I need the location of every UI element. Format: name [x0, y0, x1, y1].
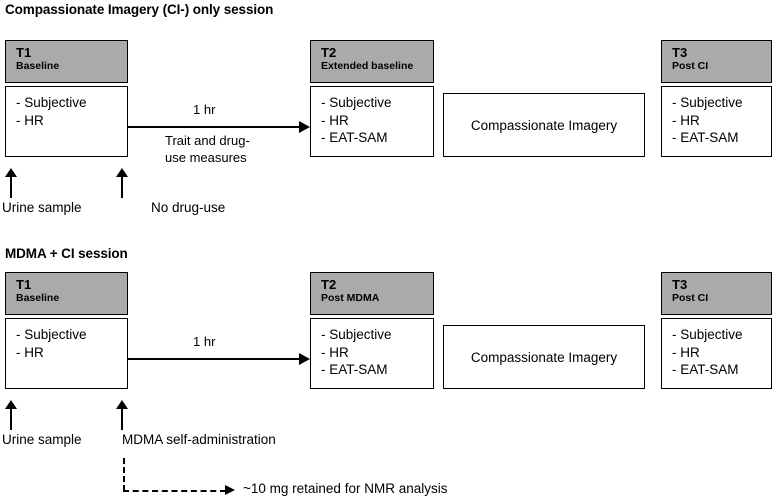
timepoint-subtitle: Post CI: [672, 60, 709, 72]
timepoint-measures-t1-mdma-ci: - Subjective - HR: [5, 318, 128, 389]
arrow-shaft: [121, 174, 123, 198]
measure-item: - HR: [321, 112, 349, 128]
timepoint-subtitle: Post CI: [672, 292, 709, 304]
timepoint-box-t2-ci-only: T2 Extended baseline - Subjective - HR -…: [310, 40, 434, 157]
timepoint-subtitle: Post MDMA: [321, 292, 380, 304]
measure-item: - EAT-SAM: [321, 130, 388, 145]
flow-arrow-head-mdma-ci: [299, 353, 310, 365]
intervention-box-mdma-ci: Compassionate Imagery: [443, 325, 645, 389]
arrow-shaft: [10, 174, 12, 198]
timepoint-box-t1-ci-only: T1 Baseline - Subjective - HR: [5, 40, 128, 157]
timepoint-box-t2-mdma-ci: T2 Post MDMA - Subjective - HR - EAT-SAM: [310, 272, 434, 389]
measure-item: - HR: [672, 344, 700, 360]
flow-arrow-note-line2-ci-only: use measures: [165, 150, 247, 165]
timepoint-code: T3: [672, 45, 688, 60]
dashed-arrow-icon-head: [225, 485, 235, 495]
session-title-ci-only: Compassionate Imagery (CI-) only session: [5, 2, 274, 17]
timepoint-header-t3-ci-only: T3 Post CI: [661, 40, 772, 83]
measure-item: - HR: [16, 344, 44, 360]
intervention-box-ci-only: Compassionate Imagery: [443, 93, 645, 157]
annotation-label-urine-ci-only: Urine sample: [2, 200, 82, 215]
timepoint-box-t3-mdma-ci: T3 Post CI - Subjective - HR - EAT-SAM: [661, 272, 772, 389]
timepoint-box-t1-mdma-ci: T1 Baseline - Subjective - HR: [5, 272, 128, 389]
up-arrow-icon-urine-ci-only: [4, 168, 18, 198]
flow-arrow-head-ci-only: [299, 121, 310, 133]
timepoint-measures-t1-ci-only: - Subjective - HR: [5, 86, 128, 157]
timepoint-code: T3: [672, 277, 688, 292]
timepoint-header-t3-mdma-ci: T3 Post CI: [661, 272, 772, 315]
timepoint-code: T1: [16, 277, 32, 292]
measure-item: - Subjective: [672, 95, 743, 110]
annotation-label-nodruguse-ci-only: No drug-use: [151, 200, 226, 215]
arrow-shaft: [121, 406, 123, 430]
measure-item: - Subjective: [16, 327, 87, 342]
timepoint-measures-t3-ci-only: - Subjective - HR - EAT-SAM: [661, 86, 772, 157]
up-arrow-icon-urine-mdma-ci: [4, 400, 18, 430]
flow-arrow-duration-mdma-ci: 1 hr: [193, 334, 216, 349]
flow-arrow-note-line1-ci-only: Trait and drug-: [165, 133, 250, 148]
up-arrow-icon-nodruguse-ci-only: [115, 168, 129, 198]
flow-arrow-duration-ci-only: 1 hr: [193, 102, 216, 117]
measure-item: - HR: [16, 112, 44, 128]
timepoint-subtitle: Baseline: [16, 292, 60, 304]
up-arrow-icon-selfadmin-mdma-ci: [115, 400, 129, 430]
arrow-head: [116, 168, 128, 177]
measure-item: - EAT-SAM: [672, 362, 739, 377]
arrow-head: [5, 400, 17, 409]
timepoint-subtitle: Extended baseline: [321, 60, 414, 72]
timepoint-box-t3-ci-only: T3 Post CI - Subjective - HR - EAT-SAM: [661, 40, 772, 157]
measure-item: - Subjective: [672, 327, 743, 342]
dashed-note-label: ~10 mg retained for NMR analysis: [243, 481, 448, 496]
timepoint-header-t2-mdma-ci: T2 Post MDMA: [310, 272, 434, 315]
timepoint-header-t1-mdma-ci: T1 Baseline: [5, 272, 128, 315]
arrow-shaft: [10, 406, 12, 430]
timepoint-code: T2: [321, 45, 337, 60]
timepoint-subtitle: Baseline: [16, 60, 60, 72]
arrow-head: [5, 168, 17, 177]
measure-item: - HR: [672, 112, 700, 128]
measure-item: - HR: [321, 344, 349, 360]
arrow-head: [116, 400, 128, 409]
dashed-arrow-icon-vertical: [123, 458, 125, 491]
session-title-mdma-ci: MDMA + CI session: [5, 246, 128, 261]
annotation-label-selfadmin-mdma-ci: MDMA self-administration: [122, 432, 276, 447]
timepoint-header-t1-ci-only: T1 Baseline: [5, 40, 128, 83]
timepoint-code: T2: [321, 277, 337, 292]
timepoint-measures-t2-ci-only: - Subjective - HR - EAT-SAM: [310, 86, 434, 157]
intervention-label: Compassionate Imagery: [470, 117, 618, 133]
timepoint-measures-t3-mdma-ci: - Subjective - HR - EAT-SAM: [661, 318, 772, 389]
timepoint-measures-t2-mdma-ci: - Subjective - HR - EAT-SAM: [310, 318, 434, 389]
measure-item: - EAT-SAM: [321, 362, 388, 377]
measure-item: - EAT-SAM: [672, 130, 739, 145]
annotation-label-urine-mdma-ci: Urine sample: [2, 432, 82, 447]
measure-item: - Subjective: [321, 95, 392, 110]
intervention-label: Compassionate Imagery: [470, 349, 618, 365]
timepoint-header-t2-ci-only: T2 Extended baseline: [310, 40, 434, 83]
flow-arrow-shaft-mdma-ci: [128, 358, 300, 360]
timepoint-code: T1: [16, 45, 32, 60]
measure-item: - Subjective: [321, 327, 392, 342]
flow-arrow-shaft-ci-only: [128, 126, 300, 128]
measure-item: - Subjective: [16, 95, 87, 110]
dashed-arrow-icon-horizontal: [123, 490, 226, 492]
